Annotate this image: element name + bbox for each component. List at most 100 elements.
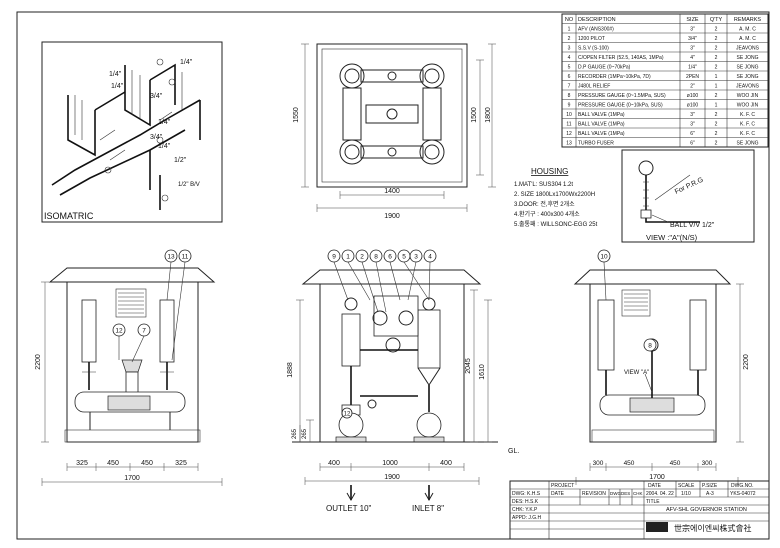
item-balloon-number: 9 bbox=[332, 254, 336, 261]
tb-size: A-3 bbox=[706, 491, 714, 497]
bom-cell: 12 bbox=[566, 131, 572, 137]
iso-label: 1/4" bbox=[111, 83, 124, 90]
front-bottom-dim: 1000 bbox=[382, 460, 398, 467]
bom-cell: 7 bbox=[568, 84, 571, 90]
inlet-label: INLET 8" bbox=[412, 504, 444, 513]
bom-cell: 2PEN bbox=[686, 74, 699, 80]
item-balloon-number: 7 bbox=[142, 328, 146, 335]
bom-cell: 3" bbox=[690, 112, 695, 118]
bom-cell: 1 bbox=[715, 84, 718, 90]
bom-cell: WOO JIN bbox=[737, 93, 759, 99]
front-left-dim: 265 bbox=[302, 428, 308, 439]
left-bottom-dim: 450 bbox=[107, 460, 119, 467]
plan-dim-depth: 1550 bbox=[293, 107, 300, 123]
outlet-label: OUTLET 10" bbox=[326, 504, 372, 513]
tb-company: 世宗에이엔씨株式會社 bbox=[674, 523, 751, 533]
bom-cell: 6" bbox=[690, 141, 695, 147]
plan-view: 1400 1900 1550 1500 1800 bbox=[293, 43, 496, 220]
bom-cell: 6 bbox=[568, 74, 571, 80]
item-balloon bbox=[341, 249, 355, 263]
bom-cell: 13 bbox=[566, 141, 572, 147]
isometric-view: 1/4" 1/4" 1/4" 3/4" 1/4" 3/4" 1/4" 1/2" … bbox=[41, 41, 223, 223]
bom-cell: 10 bbox=[566, 112, 572, 118]
bom-cell: BALL VALVE (1MPa) bbox=[578, 122, 625, 128]
plan-dim-width: 1900 bbox=[384, 213, 400, 220]
item-balloon-number: 5 bbox=[402, 254, 406, 261]
tb-row-label: DWG: K.H.S bbox=[512, 491, 541, 497]
bom-cell: 4 bbox=[568, 55, 571, 61]
bom-cell: 3/4" bbox=[688, 36, 697, 42]
bom-cell: K. F. C bbox=[740, 131, 755, 137]
iso-label: 1/4" bbox=[158, 119, 171, 126]
bom-cell: PRESSURE GAUGE (0~1.5MPa, SUS) bbox=[578, 93, 666, 99]
view-a-callout: VIEW "A" bbox=[624, 370, 649, 376]
title-block: DWG: K.H.S DES: H.S.K CHK: Y.K.P APPD: J… bbox=[509, 480, 770, 540]
plan-dim-width-inner: 1400 bbox=[384, 188, 400, 195]
bom-cell: PRESSURE GAUGE (0~10kPa, SUS) bbox=[578, 103, 663, 109]
tb-header: DWG.NO. bbox=[731, 483, 754, 489]
iso-label: 1/4" bbox=[180, 59, 193, 66]
bom-cell: 2 bbox=[715, 122, 718, 128]
bom-cell: 2 bbox=[715, 65, 718, 71]
right-height-dim: 2200 bbox=[743, 354, 750, 370]
bom-header-cell: Q'TY bbox=[710, 17, 723, 23]
left-bottom-dim: 325 bbox=[76, 460, 88, 467]
bom-cell: WOO JIN bbox=[737, 103, 759, 109]
tb-scale: 1/10 bbox=[681, 491, 691, 497]
bom-cell: SE JONG bbox=[737, 74, 759, 80]
view-a-title: VIEW :"A"(N/S) bbox=[646, 233, 698, 242]
bom-cell: 1 bbox=[715, 74, 718, 80]
bom-cell: SE JONG bbox=[737, 141, 759, 147]
left-bottom-dim: 325 bbox=[175, 460, 187, 467]
front-bottom-dim: 400 bbox=[328, 460, 340, 467]
iso-label: 1/4" bbox=[158, 143, 171, 150]
item-balloon bbox=[137, 323, 151, 337]
bom-cell: SE JONG bbox=[737, 55, 759, 61]
item-balloon-number: 11 bbox=[182, 254, 189, 261]
iso-label: 1/4" bbox=[109, 71, 122, 78]
item-balloon bbox=[383, 249, 397, 263]
item-balloon-number: 8 bbox=[374, 254, 378, 261]
view-a-detail: For P.R.G BALL V/V 1/2" VIEW :"A"(N/S) bbox=[621, 149, 755, 243]
bom-cell: C/OPEN FILTER (52.5, 140AS, 1MPa) bbox=[578, 55, 664, 61]
tb-date: 2004. 04. 22 bbox=[646, 491, 674, 497]
tb-row-label: DES: H.S.K bbox=[512, 499, 539, 505]
bom-cell: JEAVONS bbox=[736, 84, 760, 90]
tb-row-label: APPD: J.G.H bbox=[512, 515, 542, 521]
tb-rev-header: CHK bbox=[633, 491, 643, 496]
bom-cell: 2 bbox=[715, 46, 718, 52]
item-balloon bbox=[327, 249, 341, 263]
bom-header-cell: NO bbox=[565, 17, 574, 23]
bom-cell: ø100 bbox=[687, 93, 699, 99]
bom-cell: 11 bbox=[566, 122, 571, 128]
item-balloon bbox=[369, 249, 383, 263]
ground-level-label: GL. bbox=[508, 448, 519, 455]
item-balloon-number: 2 bbox=[360, 254, 364, 261]
bom-cell: BALL VALVE (1MPa) bbox=[578, 112, 625, 118]
view-a-ball-label: BALL V/V 1/2" bbox=[670, 222, 715, 229]
item-balloon bbox=[112, 323, 126, 337]
item-balloon bbox=[178, 249, 192, 263]
bom-cell: 2 bbox=[568, 36, 571, 42]
item-balloon-number: 8 bbox=[648, 343, 652, 350]
tb-dwg-no: YKS-04072 bbox=[730, 491, 756, 497]
bom-cell: 1 bbox=[715, 103, 718, 109]
item-balloon-number: 13 bbox=[167, 254, 175, 261]
bom-cell: 1 bbox=[568, 27, 571, 33]
bom-cell: 4" bbox=[690, 55, 695, 61]
housing-line: 4.환기구 : 400x300 4개소 bbox=[514, 210, 580, 218]
item-balloon-number: 12 bbox=[344, 412, 351, 418]
tb-title: AFV-SHL GOVERNOR STATION bbox=[666, 507, 747, 513]
bom-cell: SE JONG bbox=[737, 65, 759, 71]
front-bottom-dim: 400 bbox=[440, 460, 452, 467]
bom-cell: 3" bbox=[690, 122, 695, 128]
item-balloon bbox=[423, 249, 437, 263]
bom-cell: 2 bbox=[715, 131, 718, 137]
bom-cell: 2 bbox=[715, 27, 718, 33]
bom-cell: K. F. C bbox=[740, 122, 755, 128]
tb-title-label: TITLE bbox=[646, 499, 660, 505]
right-bottom-dim: 300 bbox=[593, 460, 604, 467]
